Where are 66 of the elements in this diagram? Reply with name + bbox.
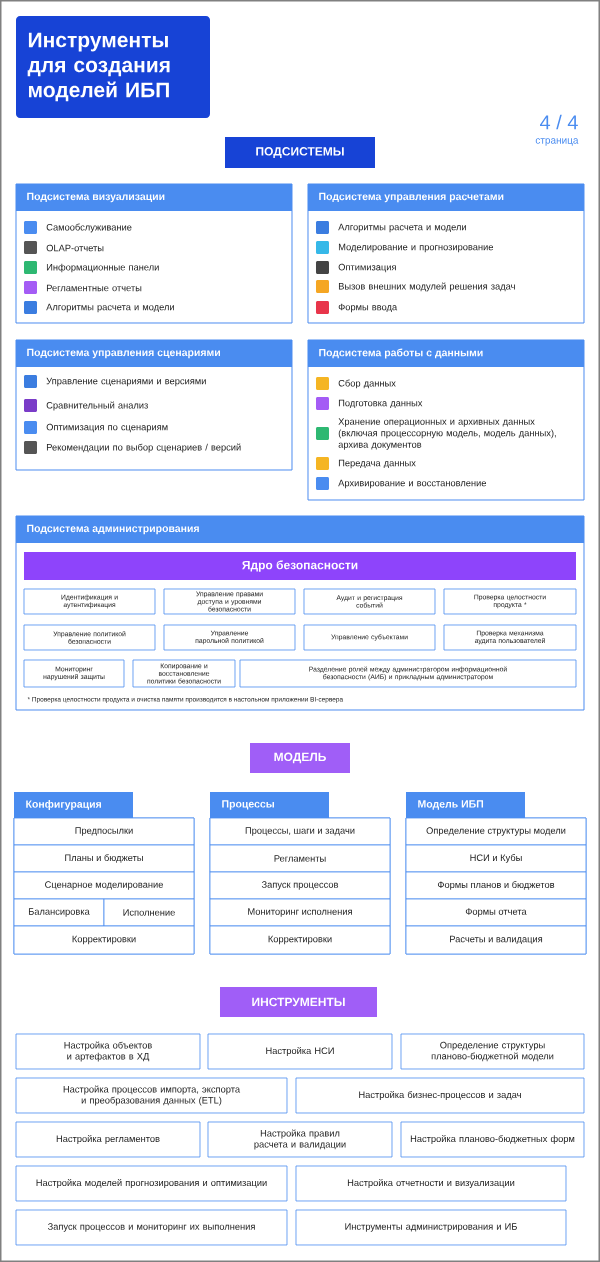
section-badge: ИНСТРУМЕНТЫ [220, 987, 377, 1017]
panel [15, 339, 293, 471]
list-item: Управление сценариями и версиями [46, 377, 206, 387]
tool-box: Инструменты администрирования и ИБ [295, 1209, 567, 1246]
tool-box: Настройка объектов и артефактов в ХД [15, 1033, 201, 1070]
list-item: Архивирование и восстановление [338, 479, 487, 489]
table-cell: Исполнение [103, 898, 195, 927]
table-cell: Корректировки [209, 925, 391, 955]
list-item: Передача данных [338, 459, 416, 469]
panel [15, 183, 293, 324]
list-item: Регламентные отчеты [46, 284, 142, 292]
table-cell: Балансировка [13, 898, 105, 927]
panel-header: Подсистема администрирования [16, 516, 584, 543]
tab-header: Модель ИБП [406, 792, 525, 818]
list-item: Рекомендации по выбор сценариев / версий [46, 443, 241, 453]
list-item: Вызов внешних модулей решения задач [338, 282, 515, 292]
tool-box: Настройка планово-бюджетных форм [400, 1121, 585, 1158]
panel-header: Подсистема управления расчетами [308, 184, 584, 211]
table-cell: Процессы, шаги и задачи [209, 817, 391, 846]
page-caption: страница [535, 138, 579, 146]
list-item: Сбор данных [338, 379, 396, 389]
panel-header: Подсистема визуализации [16, 184, 292, 211]
list-item: Оптимизация [338, 263, 396, 273]
list-item: OLAP-отчеты [46, 244, 104, 252]
table-cell: Формы отчета [405, 898, 587, 927]
panel [307, 183, 585, 324]
page-number: 4 / 4 [540, 114, 578, 130]
title-box: Инструменты для создания моделей ИБП [16, 16, 210, 118]
list-item: Информационные панели [46, 263, 159, 273]
list-item: Оптимизация по сценариям [46, 423, 168, 433]
table-cell: Планы и бюджеты [13, 844, 195, 873]
list-item: Подготовка данных [338, 399, 423, 409]
panel [307, 339, 585, 501]
tool-box: Определение структуры планово-бюджетной модели [400, 1033, 585, 1070]
table-cell: Расчеты и валидация [405, 925, 587, 955]
table-cell: Мониторинг исполнения [209, 898, 391, 927]
core-banner: Ядро безопасности [24, 552, 576, 580]
tool-box: Настройка правил расчета и валидации [207, 1121, 393, 1158]
tool-box: Настройка НСИ [207, 1033, 393, 1070]
table-cell: Определение структуры модели [405, 817, 587, 846]
panel [15, 515, 585, 711]
table-cell: Запуск процессов [209, 871, 391, 900]
table-cell: Формы планов и бюджетов [405, 871, 587, 900]
panel-header: Подсистема управления сценариями [16, 340, 292, 367]
tool-box: Настройка бизнес-процессов и задач [295, 1077, 585, 1114]
tool-box: Настройка моделей прогнозирования и оптимизации [15, 1165, 288, 1202]
list-item: Формы ввода [338, 303, 398, 313]
list-item: Алгоритмы расчета и модели [46, 303, 174, 313]
list-item: Самообслуживание [46, 223, 132, 233]
section-badge: МОДЕЛЬ [250, 743, 350, 773]
tool-box: Настройка регламентов [15, 1121, 201, 1158]
tool-box: Настройка отчетности и визуализации [295, 1165, 567, 1202]
list-item: Моделирование и прогнозирование [338, 243, 494, 253]
table-cell: Предпосылки [13, 817, 195, 846]
list-item: Сравнительный анализ [46, 401, 148, 411]
panel-header: Подсистема работы с данными [308, 340, 584, 367]
table-cell: НСИ и Кубы [405, 844, 587, 873]
section-badge: ПОДСИСТЕМЫ [225, 137, 375, 168]
tab-header: Процессы [210, 792, 329, 818]
tool-box: Запуск процессов и мониторинг их выполнения [15, 1209, 288, 1246]
table-cell: Регламенты [209, 844, 391, 873]
tab-header: Конфигурация [14, 792, 133, 818]
list-item: Хранение операционных и архивных данных (включая процессорную модель, модель данных), архива документов [338, 418, 556, 450]
list-item: Алгоритмы расчета и модели [338, 223, 466, 233]
table-cell: Сценарное моделирование [13, 871, 195, 900]
tool-box: Настройка процессов импорта, экспорта и преобразования данных (ETL) [15, 1077, 288, 1114]
